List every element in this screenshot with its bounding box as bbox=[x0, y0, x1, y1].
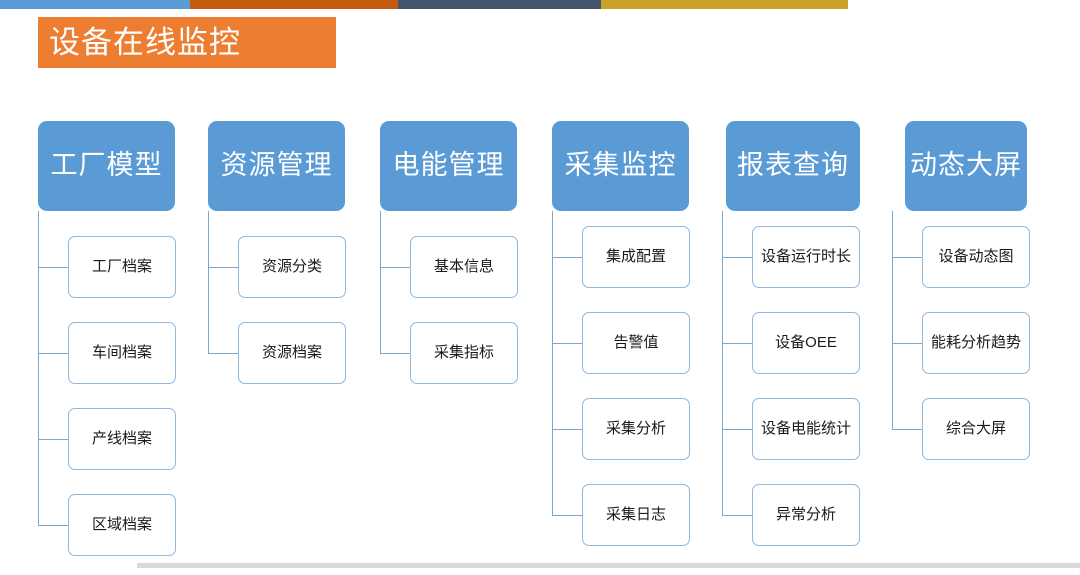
node-energy-management-1[interactable]: 采集指标 bbox=[410, 322, 518, 384]
node-label: 采集指标 bbox=[433, 343, 494, 361]
header-label: 采集监控 bbox=[564, 150, 677, 181]
connector-trunk bbox=[892, 211, 893, 429]
header-report-query[interactable]: 报表查询 bbox=[726, 121, 860, 211]
node-label: 采集分析 bbox=[605, 419, 666, 437]
connector-trunk bbox=[208, 211, 209, 353]
node-acquisition-monitoring-2[interactable]: 采集分析 bbox=[582, 398, 690, 460]
connector-stub bbox=[380, 353, 410, 354]
header-label: 报表查询 bbox=[737, 150, 849, 181]
segment-blue bbox=[0, 0, 190, 9]
connector-stub bbox=[552, 429, 582, 430]
header-label: 动态大屏 bbox=[910, 150, 1022, 181]
header-energy-management[interactable]: 电能管理 bbox=[380, 121, 517, 211]
connector-trunk bbox=[38, 211, 39, 525]
node-label: 车间档案 bbox=[91, 343, 152, 361]
connector-stub bbox=[722, 257, 752, 258]
node-label: 综合大屏 bbox=[945, 419, 1006, 437]
connector-trunk bbox=[380, 211, 381, 353]
connector-stub bbox=[38, 353, 68, 354]
connector-trunk bbox=[722, 211, 723, 515]
connector-stub bbox=[380, 267, 410, 268]
header-label: 电能管理 bbox=[392, 150, 505, 181]
node-resource-management-1[interactable]: 资源档案 bbox=[238, 322, 346, 384]
connector-stub bbox=[38, 267, 68, 268]
node-label: 告警值 bbox=[613, 333, 659, 351]
node-acquisition-monitoring-0[interactable]: 集成配置 bbox=[582, 226, 690, 288]
segment-gold bbox=[601, 0, 848, 9]
node-label: 基本信息 bbox=[433, 257, 494, 275]
node-dynamic-dashboard-2[interactable]: 综合大屏 bbox=[922, 398, 1030, 460]
node-label: 设备OEE bbox=[775, 333, 837, 351]
node-factory-model-1[interactable]: 车间档案 bbox=[68, 322, 176, 384]
node-factory-model-3[interactable]: 区域档案 bbox=[68, 494, 176, 556]
segment-slate bbox=[398, 0, 601, 9]
node-acquisition-monitoring-3[interactable]: 采集日志 bbox=[582, 484, 690, 546]
header-label: 资源管理 bbox=[220, 150, 333, 181]
node-label: 资源档案 bbox=[261, 343, 322, 361]
node-energy-management-0[interactable]: 基本信息 bbox=[410, 236, 518, 298]
connector-stub bbox=[552, 515, 582, 516]
node-dynamic-dashboard-1[interactable]: 能耗分析趋势 bbox=[922, 312, 1030, 374]
node-label: 设备电能统计 bbox=[760, 419, 851, 437]
connector-stub bbox=[208, 353, 238, 354]
header-dynamic-dashboard[interactable]: 动态大屏 bbox=[905, 121, 1027, 211]
node-resource-management-0[interactable]: 资源分类 bbox=[238, 236, 346, 298]
node-label: 产线档案 bbox=[91, 429, 152, 447]
node-dynamic-dashboard-0[interactable]: 设备动态图 bbox=[922, 226, 1030, 288]
footer-divider bbox=[137, 563, 1080, 568]
segment-orange bbox=[190, 0, 398, 9]
node-label: 能耗分析趋势 bbox=[930, 333, 1021, 351]
connector-stub bbox=[38, 439, 68, 440]
node-label: 采集日志 bbox=[605, 505, 666, 523]
node-report-query-0[interactable]: 设备运行时长 bbox=[752, 226, 860, 288]
connector-trunk bbox=[552, 211, 553, 515]
node-factory-model-2[interactable]: 产线档案 bbox=[68, 408, 176, 470]
node-factory-model-0[interactable]: 工厂档案 bbox=[68, 236, 176, 298]
header-resource-management[interactable]: 资源管理 bbox=[208, 121, 345, 211]
connector-stub bbox=[892, 429, 922, 430]
connector-stub bbox=[208, 267, 238, 268]
node-report-query-2[interactable]: 设备电能统计 bbox=[752, 398, 860, 460]
node-label: 设备动态图 bbox=[938, 247, 1014, 265]
node-label: 设备运行时长 bbox=[760, 247, 851, 265]
node-report-query-1[interactable]: 设备OEE bbox=[752, 312, 860, 374]
connector-stub bbox=[722, 429, 752, 430]
connector-stub bbox=[892, 257, 922, 258]
connector-stub bbox=[552, 257, 582, 258]
connector-stub bbox=[892, 343, 922, 344]
node-report-query-3[interactable]: 异常分析 bbox=[752, 484, 860, 546]
node-label: 区域档案 bbox=[91, 515, 152, 533]
title-banner: 设备在线监控 bbox=[38, 17, 336, 68]
node-label: 资源分类 bbox=[261, 257, 322, 275]
connector-stub bbox=[552, 343, 582, 344]
header-label: 工厂模型 bbox=[50, 150, 163, 181]
header-factory-model[interactable]: 工厂模型 bbox=[38, 121, 175, 211]
connector-stub bbox=[38, 525, 68, 526]
decorative-top-bar bbox=[0, 0, 1080, 9]
connector-stub bbox=[722, 343, 752, 344]
header-acquisition-monitoring[interactable]: 采集监控 bbox=[552, 121, 689, 211]
node-acquisition-monitoring-1[interactable]: 告警值 bbox=[582, 312, 690, 374]
connector-stub bbox=[722, 515, 752, 516]
node-label: 工厂档案 bbox=[91, 257, 152, 275]
node-label: 异常分析 bbox=[775, 505, 836, 523]
node-label: 集成配置 bbox=[605, 247, 666, 265]
page-title: 设备在线监控 bbox=[49, 25, 241, 60]
